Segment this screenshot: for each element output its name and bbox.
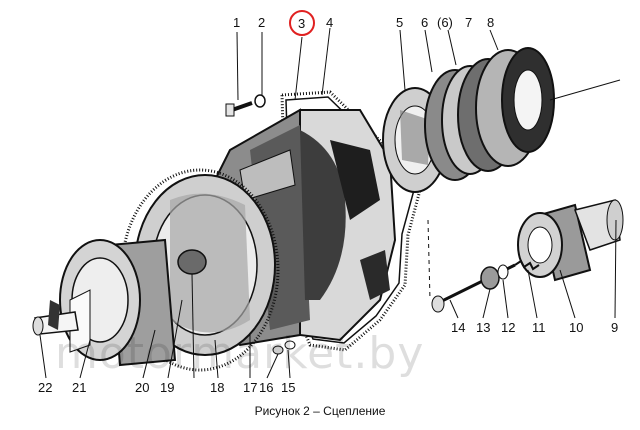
label-10: 10 [569,320,583,335]
bell-housing-drawing [120,168,280,372]
label-1: 1 [233,15,240,30]
label-2: 2 [258,15,265,30]
label-20: 20 [135,380,149,395]
label-11: 11 [532,320,546,335]
label-19: 19 [160,380,174,395]
spline-hub-drawing [517,199,624,282]
label-9: 9 [611,320,618,335]
leader-lines [39,27,621,379]
bolt-and-washer-drawing [225,94,266,117]
highlight-circle [289,10,315,36]
label-3: 3 [298,16,305,31]
label-21: 21 [72,380,86,395]
label-13: 13 [476,320,490,335]
figure-caption: Рисунок 2 – Сцепление [254,404,386,418]
label-18: 18 [210,380,224,395]
watermark: motormarket.by [55,328,424,379]
label-14: 14 [451,320,465,335]
label-15: 15 [281,380,295,395]
label-17: 17 [243,380,257,395]
label-4: 4 [326,15,333,30]
label-6: 6 [421,15,428,30]
label-5: 5 [396,15,403,30]
label-8: 8 [487,15,494,30]
shaft-assembly-drawing [32,238,177,367]
bolt-assembly-drawing [431,259,540,313]
label-7: 7 [465,15,472,30]
label-16: 16 [259,380,273,395]
label-22: 22 [38,380,52,395]
label-12: 12 [501,320,515,335]
small-washers-drawing [272,340,296,355]
friction-discs-drawing [424,47,555,181]
part-labels: 1 2 3 4 5 6 (6) 7 8 9 10 11 12 13 14 15 … [38,15,618,395]
label-6-paren: (6) [437,15,453,30]
